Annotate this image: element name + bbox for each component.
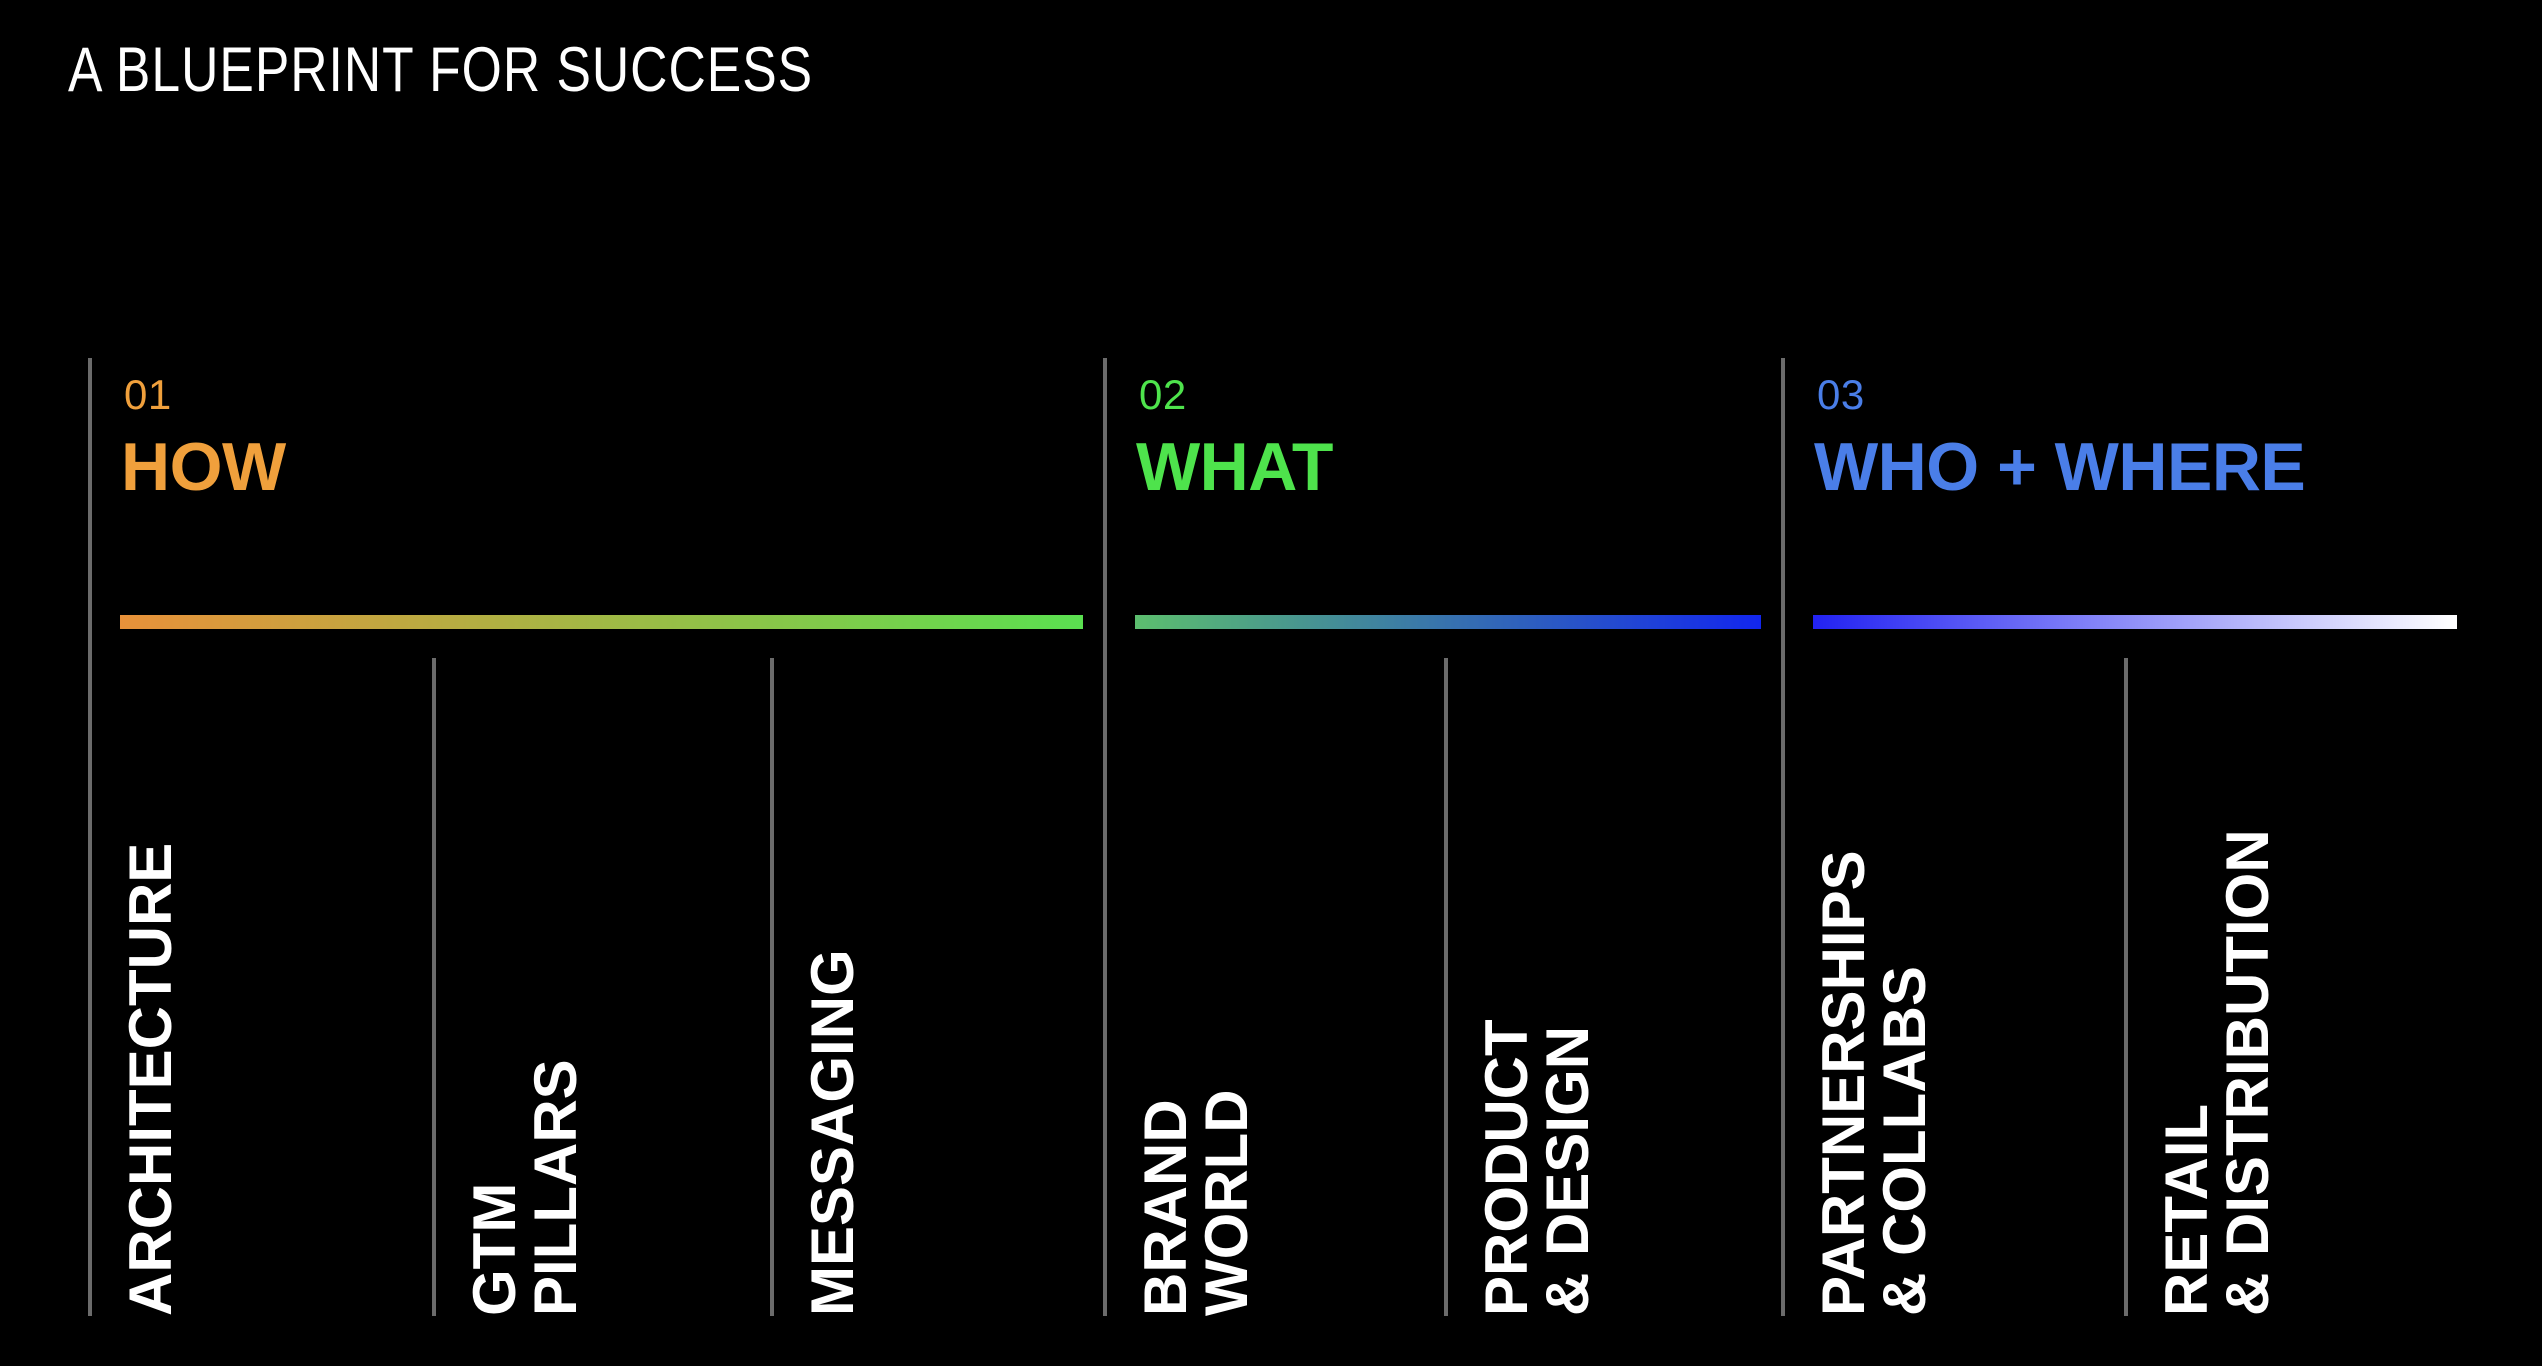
section-number: 01	[124, 371, 172, 418]
item-divider-line	[432, 658, 436, 1316]
section-gradient-bar	[120, 615, 1083, 629]
item-label: RETAIL & DISTRIBUTION	[2153, 829, 2282, 1316]
section-02: 02 WHAT BRAND WORLD PRODUCT & DESIGN	[1103, 358, 1781, 1316]
section-heading: WHAT	[1136, 429, 1333, 505]
section-items: PARTNERSHIPS & COLLABS RETAIL & DISTRIBU…	[1781, 658, 2542, 1316]
item-label: GTM PILLARS	[461, 1059, 590, 1316]
section-divider-line	[88, 358, 92, 1316]
item-label: PRODUCT & DESIGN	[1473, 1019, 1602, 1316]
section-01: 01 HOW ARCHITECTURE GTM PILLARS MESSAGIN…	[88, 358, 1103, 1316]
section-divider-line	[1103, 358, 1107, 1316]
section-items: ARCHITECTURE GTM PILLARS MESSAGING	[88, 658, 1103, 1316]
section-gradient-bar	[1135, 615, 1761, 629]
section-gradient-bar	[1813, 615, 2457, 629]
item-label: MESSAGING	[799, 949, 866, 1316]
section-number: 03	[1817, 371, 1865, 418]
section-heading: WHO + WHERE	[1814, 429, 2306, 505]
section-number: 02	[1139, 371, 1187, 418]
item-label: PARTNERSHIPS & COLLABS	[1810, 850, 1939, 1316]
item-label: ARCHITECTURE	[117, 842, 184, 1316]
section-03: 03 WHO + WHERE PARTNERSHIPS & COLLABS RE…	[1781, 358, 2542, 1316]
item-divider-line	[770, 658, 774, 1316]
page-title: A BLUEPRINT FOR SUCCESS	[68, 35, 814, 105]
section-items: BRAND WORLD PRODUCT & DESIGN	[1103, 658, 1781, 1316]
item-divider-line	[1444, 658, 1448, 1316]
section-divider-line	[1781, 358, 1785, 1316]
item-divider-line	[2124, 658, 2128, 1316]
item-label: BRAND WORLD	[1132, 1089, 1261, 1316]
section-heading: HOW	[121, 429, 286, 505]
